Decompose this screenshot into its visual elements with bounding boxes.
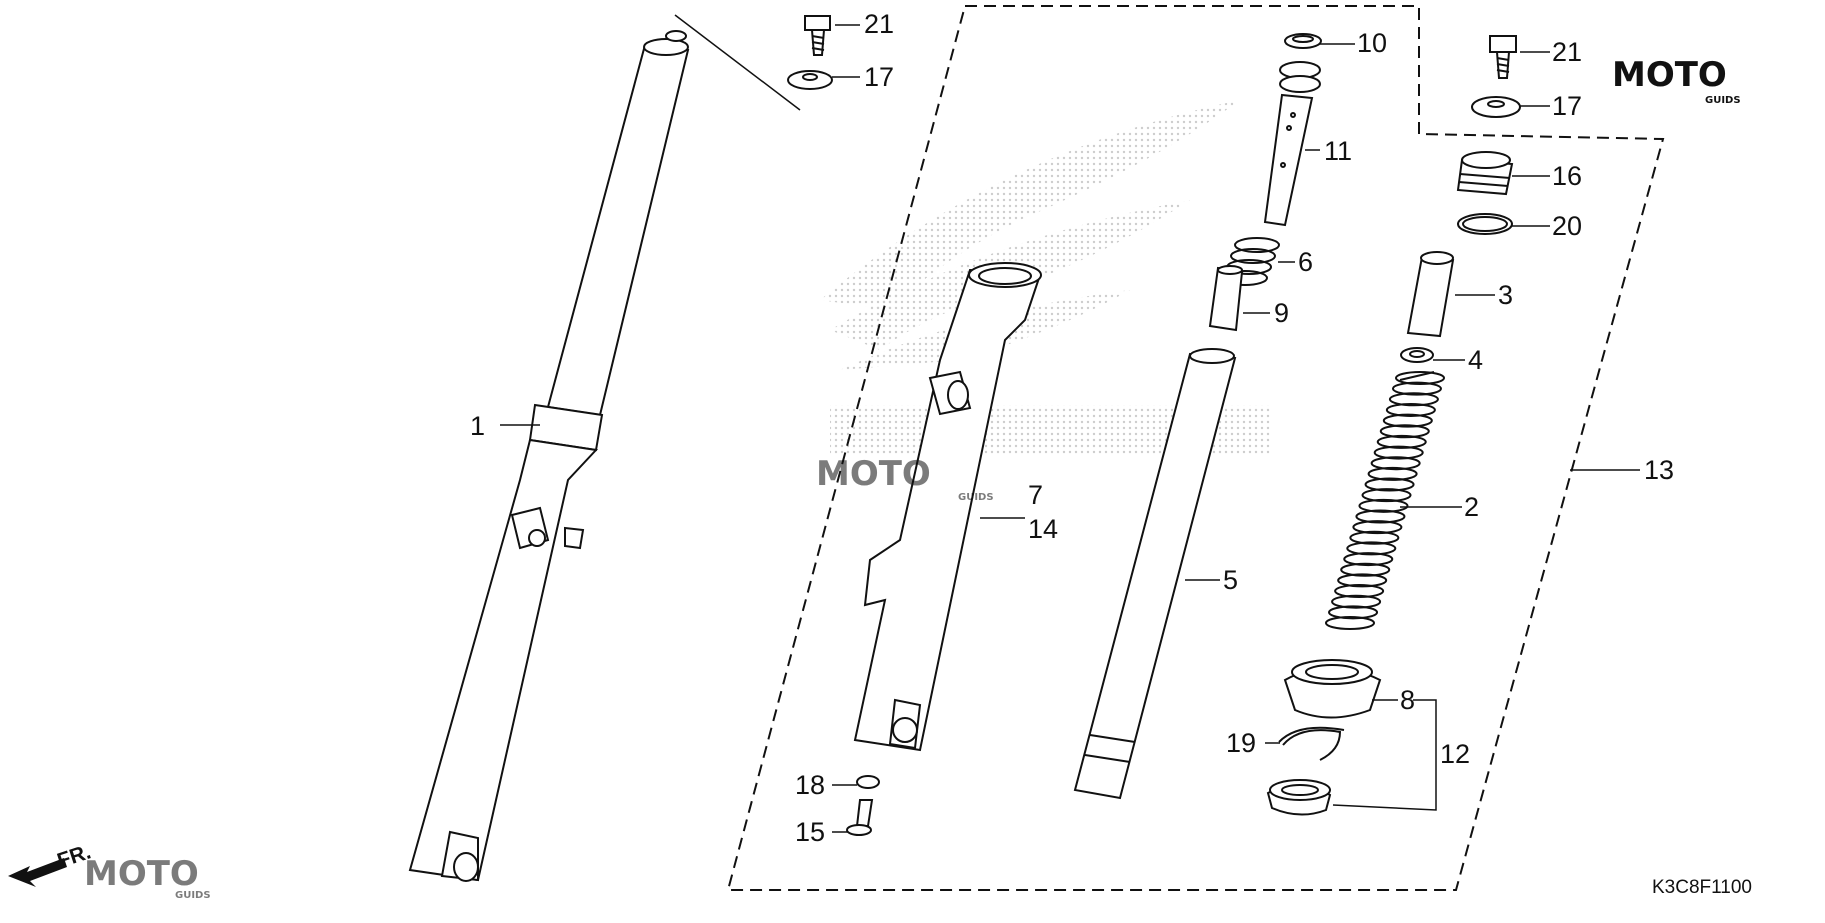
oil-seal-part xyxy=(1266,779,1332,816)
spring-coil xyxy=(1370,456,1421,471)
spring-coil xyxy=(1385,402,1436,417)
spring-coil xyxy=(1355,509,1406,524)
spring-coil xyxy=(1391,381,1442,396)
washer-part xyxy=(787,70,833,90)
part-number-16: 16 xyxy=(1552,161,1582,191)
fork-assembly-part xyxy=(408,30,690,882)
spring-coil xyxy=(1358,498,1409,513)
part-number-17: 17 xyxy=(864,62,894,92)
watermark-subtext: GUIDS xyxy=(175,890,211,901)
part-number-4: 4 xyxy=(1468,345,1483,375)
watermark-text: MOTO xyxy=(1612,55,1727,95)
outer-tube-part xyxy=(853,262,1042,752)
oil-lock-piece-part xyxy=(1208,265,1244,332)
moto-guids-watermark: MOTO GUIDS xyxy=(816,454,994,503)
spring-coil xyxy=(1382,413,1433,428)
spring-coil xyxy=(1364,477,1415,492)
assembly-outline xyxy=(726,5,1665,891)
watermark-subtext: GUIDS xyxy=(1705,95,1741,106)
washer-part xyxy=(1471,96,1521,118)
leader-lines xyxy=(500,24,1640,833)
part-number-20: 20 xyxy=(1552,211,1582,241)
part-labels: 1 21 17 10 11 6 9 21 17 16 20 3 4 2 13 5… xyxy=(470,9,1752,898)
part-number-21: 21 xyxy=(1552,37,1582,67)
part-number-11: 11 xyxy=(1324,136,1352,166)
watermark-text: MOTO xyxy=(84,854,199,894)
spring-coil xyxy=(1331,594,1382,609)
inner-tube-part xyxy=(1073,348,1237,800)
spring-coil xyxy=(1361,488,1412,503)
part-number-18: 18 xyxy=(795,770,825,800)
watermark-text: MOTO xyxy=(816,454,931,494)
part-number-21: 21 xyxy=(864,9,894,39)
part-number-15: 15 xyxy=(795,817,825,847)
part-number-9: 9 xyxy=(1274,298,1289,328)
spring-coil xyxy=(1340,562,1391,577)
dust-seal-part xyxy=(1283,659,1382,719)
watermark-subtext: GUIDS xyxy=(958,492,994,503)
spring-coil xyxy=(1337,573,1388,588)
spring-coil xyxy=(1328,605,1379,620)
part-number-5: 5 xyxy=(1223,565,1238,595)
part-number-8: 8 xyxy=(1400,685,1415,715)
o-ring-part xyxy=(1457,213,1513,235)
part-number-1: 1 xyxy=(470,411,485,441)
diagram-code: K3C8F1100 xyxy=(1652,877,1752,898)
spring-coil xyxy=(1373,445,1424,460)
spring-coil xyxy=(1334,584,1385,599)
part-number-6: 6 xyxy=(1298,247,1313,277)
damper-rod-part xyxy=(1263,61,1321,227)
part-number-12: 12 xyxy=(1440,739,1470,769)
spring-coil xyxy=(1395,371,1445,385)
fork-cap-bolt-part xyxy=(1456,151,1514,196)
spring-coil xyxy=(1325,616,1375,630)
bolt-part xyxy=(1489,35,1517,79)
spring-coil xyxy=(1346,541,1397,556)
nut-part xyxy=(1284,33,1322,49)
spring-coil xyxy=(1376,434,1427,449)
spring-coil xyxy=(1388,392,1439,407)
part-number-2: 2 xyxy=(1464,492,1479,522)
spring-coil xyxy=(1352,520,1403,535)
part-number-10: 10 xyxy=(1357,28,1387,58)
spring-coil xyxy=(1379,424,1430,439)
part-number-14: 14 xyxy=(1028,514,1058,544)
part-number-13: 13 xyxy=(1644,455,1674,485)
part-number-7: 7 xyxy=(1028,480,1043,510)
fork-spring-part xyxy=(1325,371,1445,630)
spring-coil xyxy=(1343,552,1394,567)
spacer-part xyxy=(1406,251,1455,338)
stopper-ring-part xyxy=(1278,726,1345,761)
spring-coil xyxy=(1349,530,1400,545)
front-direction-arrow-icon xyxy=(8,858,67,887)
spring-coil xyxy=(1367,466,1418,481)
moto-guids-watermark: MOTO GUIDS xyxy=(1612,55,1741,106)
moto-guids-watermark: MOTO GUIDS xyxy=(84,854,211,901)
part-number-19: 19 xyxy=(1226,728,1256,758)
spring-seat-part xyxy=(1400,347,1434,363)
part-number-17: 17 xyxy=(1552,91,1582,121)
gasket-part xyxy=(856,775,880,789)
socket-bolt-part xyxy=(846,799,874,836)
bolt-part xyxy=(804,15,831,56)
part-number-3: 3 xyxy=(1498,280,1513,310)
leader-line xyxy=(674,14,801,111)
